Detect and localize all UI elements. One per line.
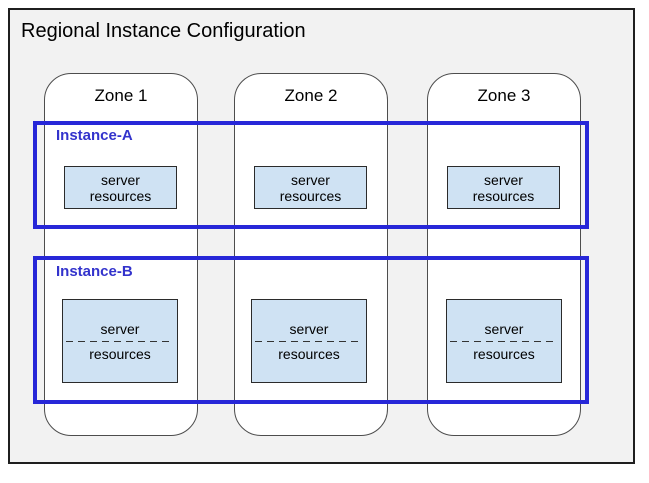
server-resources-box-b2: server resources	[251, 299, 367, 383]
server-resources-label: resources	[473, 345, 535, 362]
instance-b-box	[33, 256, 589, 404]
server-resources-box-a2: server resources	[254, 166, 367, 209]
server-resources-label: resources	[89, 345, 151, 362]
instance-a-box	[33, 121, 589, 229]
zone-2-label: Zone 2	[284, 86, 338, 105]
server-resources-label: server	[100, 320, 140, 337]
dashed-divider	[255, 340, 363, 342]
server-resources-label: server	[289, 320, 329, 337]
dashed-divider	[66, 340, 174, 342]
diagram-title: Regional Instance Configuration	[21, 20, 306, 42]
instance-b-label: Instance-B	[56, 263, 133, 280]
server-resources-label: resources	[279, 187, 342, 204]
server-resources-box-a1: server resources	[64, 166, 177, 209]
server-resources-label: resources	[278, 345, 340, 362]
server-resources-label: server	[484, 171, 523, 188]
server-resources-label: server	[484, 320, 524, 337]
server-resources-label: resources	[89, 187, 152, 204]
dashed-divider	[450, 340, 558, 342]
server-resources-box-a3: server resources	[447, 166, 560, 209]
instance-a-label: Instance-A	[56, 127, 133, 144]
server-resources-label: server	[291, 171, 330, 188]
zone-1-label: Zone 1	[94, 86, 148, 105]
server-resources-label: resources	[472, 187, 535, 204]
zone-3-label: Zone 3	[477, 86, 531, 105]
server-resources-label: server	[101, 171, 140, 188]
server-resources-box-b3: server resources	[446, 299, 562, 383]
server-resources-box-b1: server resources	[62, 299, 178, 383]
